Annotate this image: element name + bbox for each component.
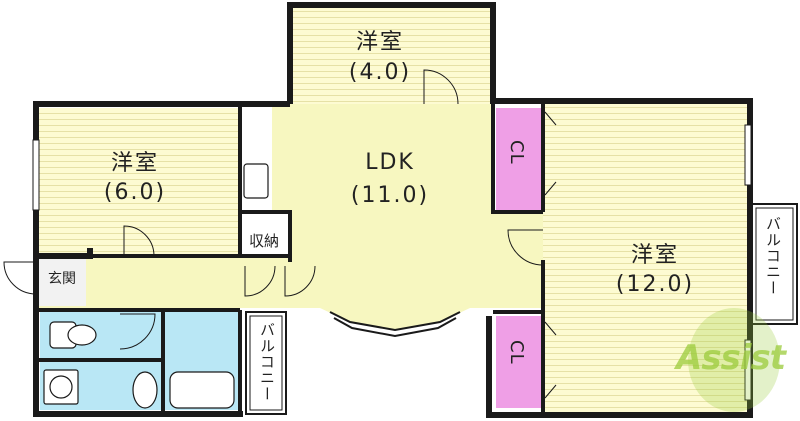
watermark-circle xyxy=(688,308,780,412)
ldk-size: (11.0) xyxy=(350,183,430,208)
storage-label: 収納 xyxy=(248,232,279,250)
room-6-floor xyxy=(38,108,240,256)
bay-window xyxy=(329,311,461,338)
ldk-name: LDK xyxy=(365,150,415,175)
balcony-bottom-label: バルコニー xyxy=(258,322,276,402)
doors xyxy=(3,69,557,399)
entrance-label: 玄関 xyxy=(48,271,76,287)
storage-room xyxy=(240,214,288,258)
balcony-bottom xyxy=(245,311,287,415)
balcony-bottom-inner xyxy=(249,315,283,411)
ldk-floor xyxy=(272,104,543,330)
balcony-right-inner xyxy=(755,207,794,321)
closet-upper-label: CL xyxy=(506,140,527,165)
room-12-size: (12.0) xyxy=(615,272,695,297)
room-4-floor xyxy=(293,8,490,104)
closet-lower-label: CL xyxy=(506,340,527,365)
windows xyxy=(32,124,752,401)
inner-walls xyxy=(38,104,545,412)
washbasin xyxy=(132,371,158,409)
room-6-name: 洋室 xyxy=(110,151,159,176)
closet-lower xyxy=(496,316,542,408)
watermark-logo: Assist xyxy=(668,308,793,413)
room-12-floor xyxy=(543,104,747,412)
room-4-size: (4.0) xyxy=(348,60,412,85)
room-12-name: 洋室 xyxy=(630,243,679,268)
room-6-size: (6.0) xyxy=(103,180,167,205)
balcony-right-label: バルコニー xyxy=(764,216,782,296)
fixtures xyxy=(43,163,269,409)
room-4-name: 洋室 xyxy=(355,30,404,55)
bathtub xyxy=(169,371,235,409)
closet-upper xyxy=(496,108,542,210)
entrance-floor xyxy=(38,258,86,306)
kitchen-sink xyxy=(243,163,269,199)
watermark-text: Assist xyxy=(676,338,786,378)
